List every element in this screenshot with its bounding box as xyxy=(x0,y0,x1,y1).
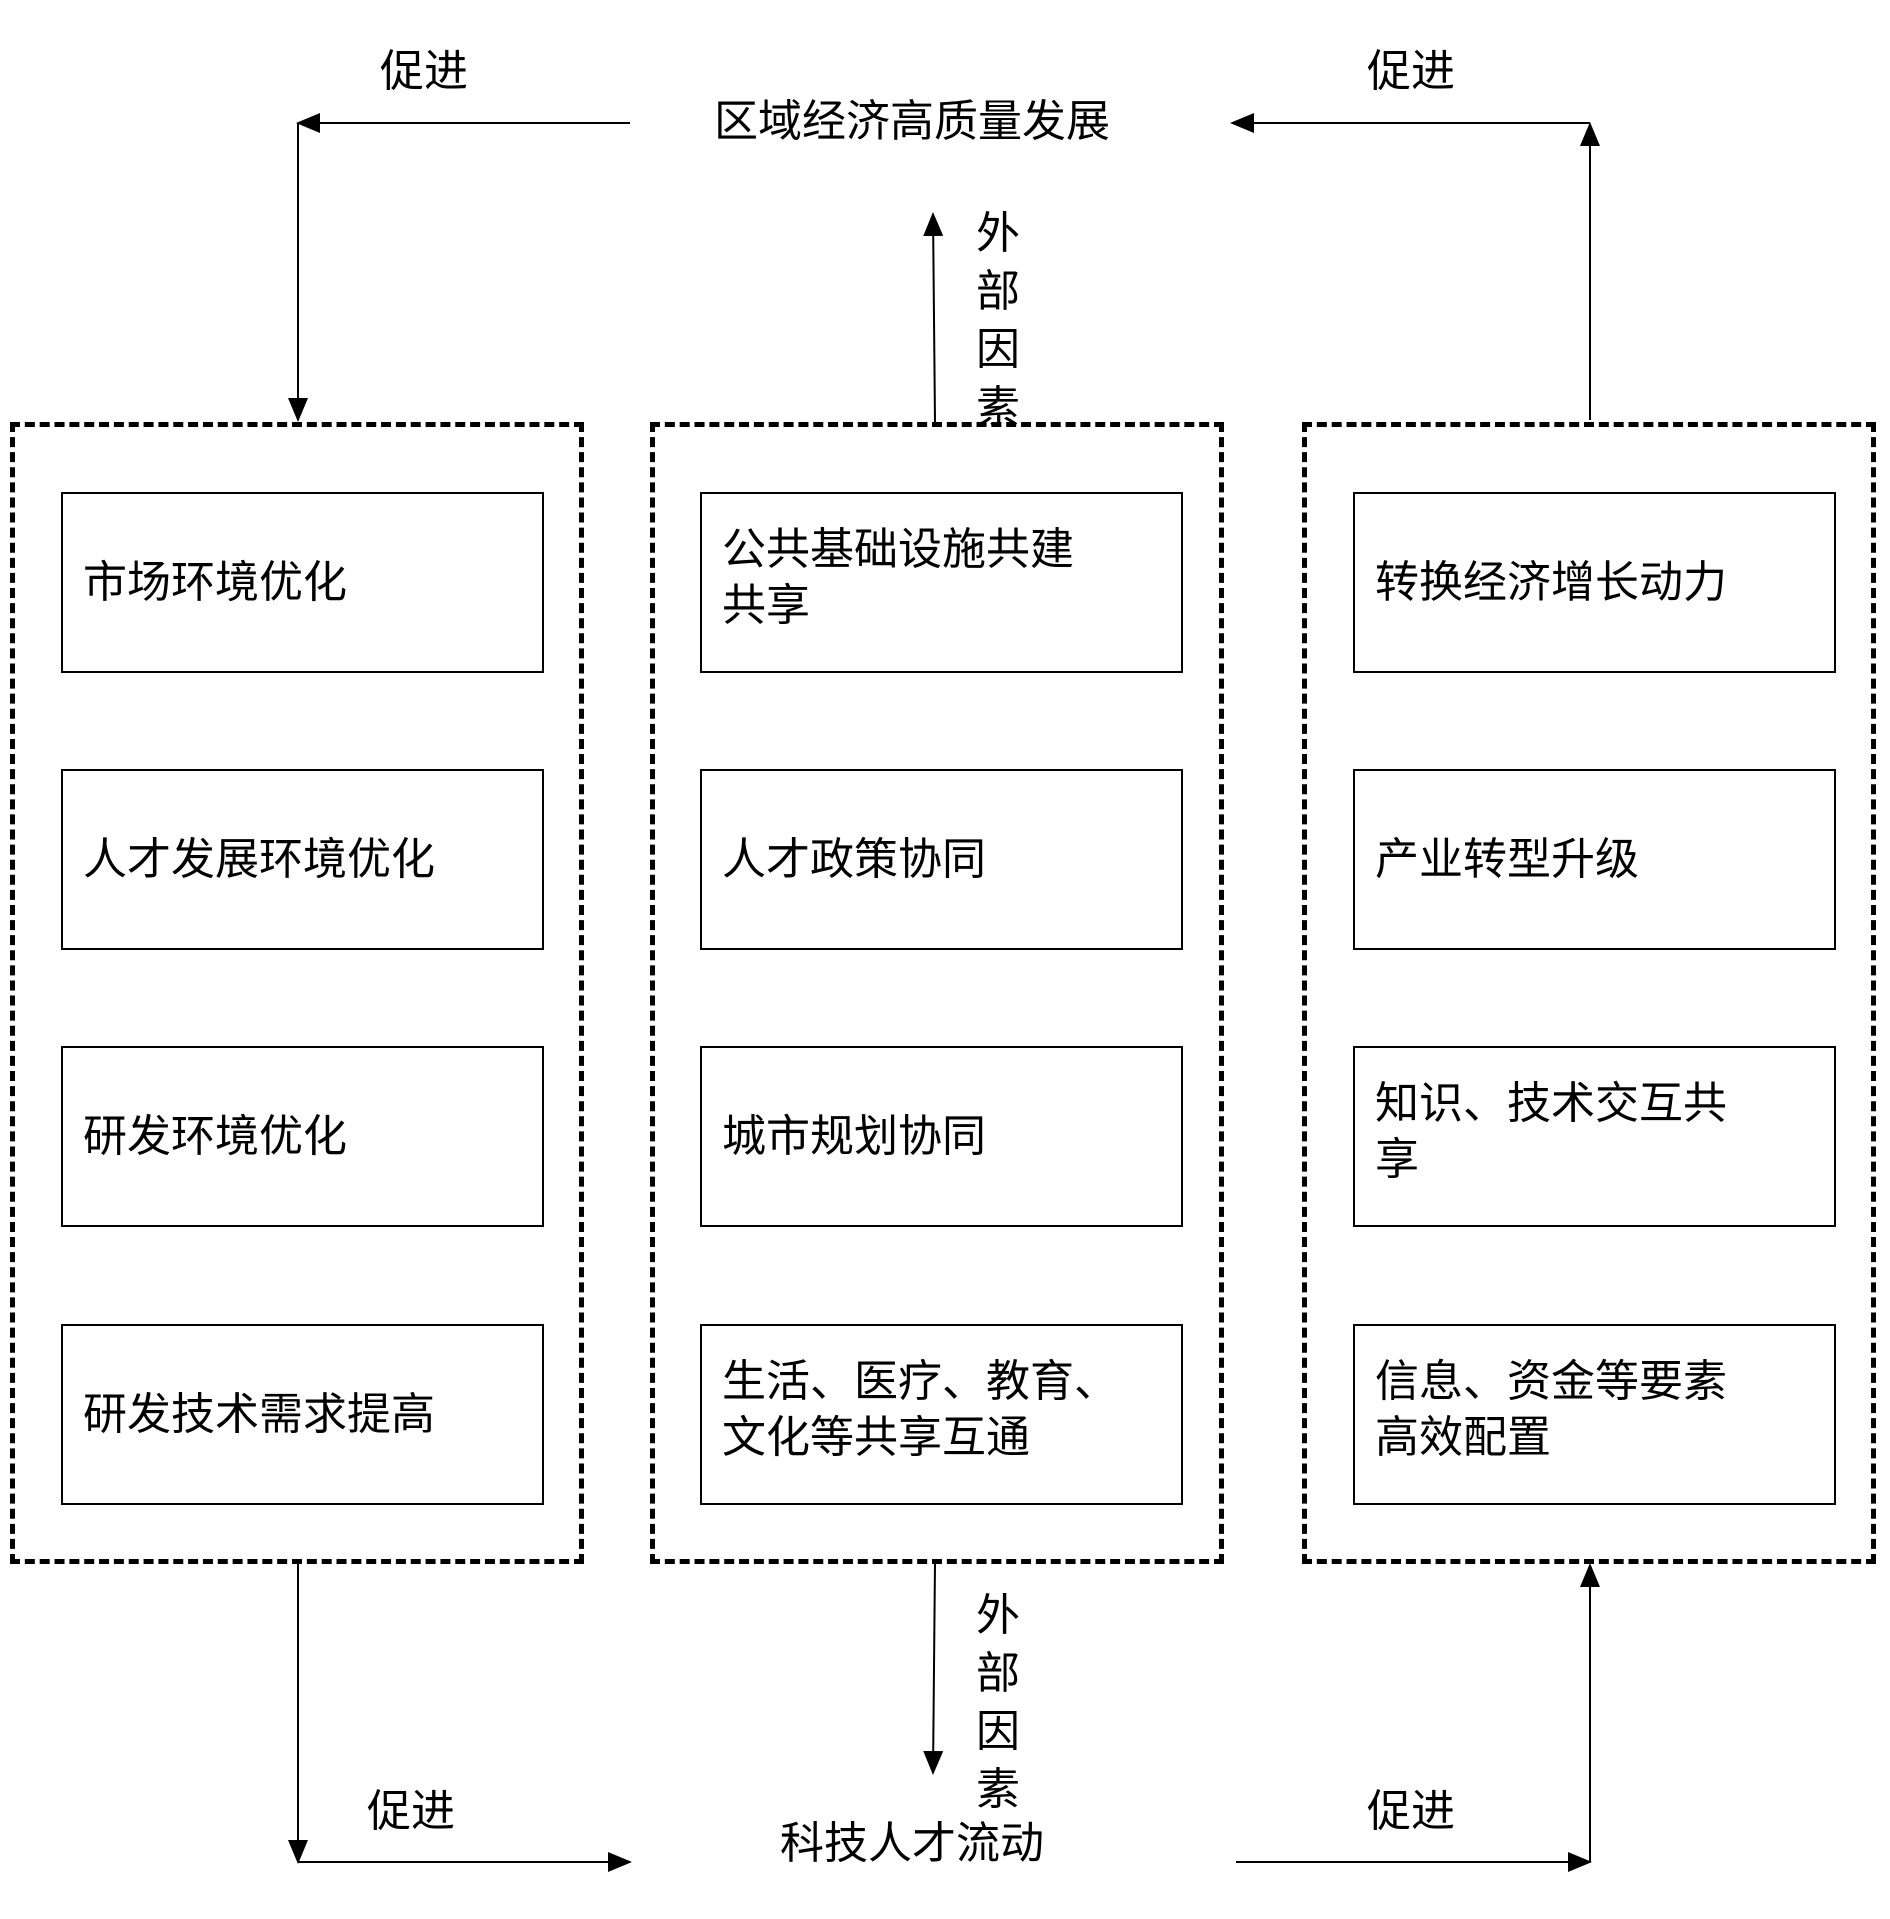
box-middle-2: 人才政策协同 xyxy=(700,769,1183,950)
promote-label-top-left: 促进 xyxy=(380,46,468,97)
group-middle xyxy=(650,422,1224,1564)
box-middle-4: 生活、医疗、教育、 文化等共享互通 xyxy=(700,1324,1183,1505)
arrow-external-down xyxy=(923,1562,944,1775)
box-right-2: 产业转型升级 xyxy=(1353,769,1836,950)
top-title: 区域经济高质量发展 xyxy=(714,96,1110,147)
box-middle-3: 城市规划协同 xyxy=(700,1046,1183,1227)
arrow-external-up xyxy=(923,212,944,423)
promote-label-bottom-right: 促进 xyxy=(1367,1786,1455,1837)
bottom-title: 科技人才流动 xyxy=(780,1818,1044,1869)
box-middle-1: 公共基础设施共建 共享 xyxy=(700,492,1183,673)
group-left xyxy=(10,422,584,1564)
box-left-1: 市场环境优化 xyxy=(61,492,544,673)
group-right xyxy=(1302,422,1876,1564)
external-factor-label-bottom: 外部因素 xyxy=(976,1590,1020,1815)
promote-label-bottom-left: 促进 xyxy=(367,1786,455,1837)
box-left-3: 研发环境优化 xyxy=(61,1046,544,1227)
box-right-3: 知识、技术交互共 享 xyxy=(1353,1046,1836,1227)
box-right-4: 信息、资金等要素 高效配置 xyxy=(1353,1324,1836,1505)
promote-label-top-right: 促进 xyxy=(1367,46,1455,97)
external-factor-label-top: 外部因素 xyxy=(976,208,1020,433)
box-left-2: 人才发展环境优化 xyxy=(61,769,544,950)
box-left-4: 研发技术需求提高 xyxy=(61,1324,544,1505)
box-right-1: 转换经济增长动力 xyxy=(1353,492,1836,673)
